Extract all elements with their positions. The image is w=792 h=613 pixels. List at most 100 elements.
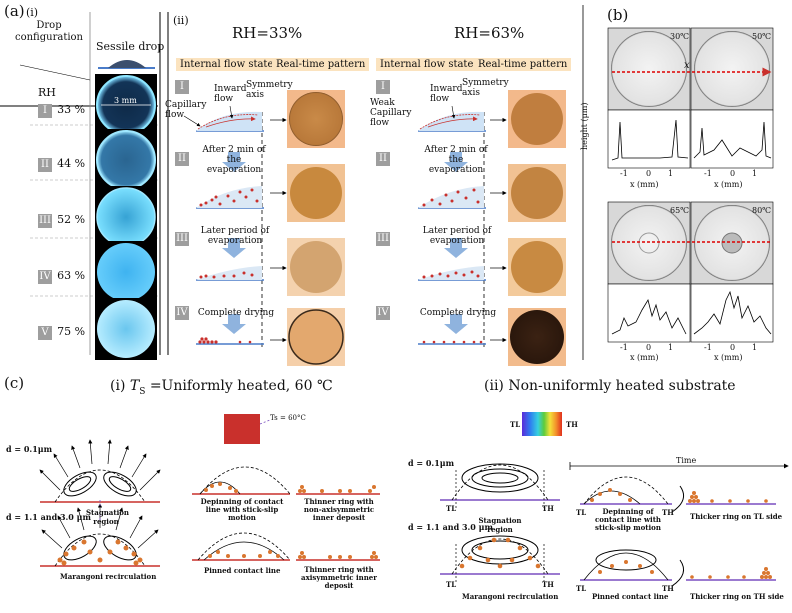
tick-top-right-neg: -1 [704,169,712,178]
rh-value: 75 % [57,325,86,338]
tl-label-ii-bot: TL [446,580,457,589]
th-label-mid-top: TH [662,508,674,517]
temp-50: 50℃ [752,32,772,41]
stage3-text-33: Later period of evaporation [200,226,270,246]
pinned-label-i: Pinned contact line [204,566,281,575]
profile-80c [693,290,772,335]
th-strip-label: TH [566,420,578,429]
marangoni-label-ii: Marangoni recirculation [462,592,559,601]
weak-capillary-label: Weak Capillary flow [370,98,412,128]
stage3-text-63: Later period of evaporation [422,226,492,246]
d-small-label-ii: d = 0.1μm [408,458,455,468]
drop-photo-44 [96,130,156,190]
row-63: IV 63 % [38,264,85,284]
nonuniform-drop-diagrams [440,462,789,587]
rh33-flow-diagrams [183,105,287,345]
stagnation-label-ii: Stagnation region [478,516,522,534]
th-label-ii-top: TH [542,504,554,513]
drop-photo-63 [97,243,155,301]
row-33: I 33 % [38,98,85,118]
photo-30c [611,31,687,107]
panel-a-ii [183,90,566,366]
drop-photo-52 [96,187,156,247]
stage-tag-63-3: III [376,232,390,246]
stage-tag-33-3: III [175,232,189,246]
title-i-symbol: T [129,378,140,394]
tick-top-left-neg: -1 [620,169,628,178]
tick-bot-left-neg: -1 [620,343,628,352]
th-label-mid-bot: TH [662,584,674,593]
time-label: Time [676,456,697,465]
d-small-label-i: d = 0.1μm [6,444,53,454]
gradient-strip [522,412,562,436]
height-ylabel: height (μm) [580,102,589,150]
tick-bot-left-pos: 1 [668,343,674,352]
temp-65: 65℃ [670,206,690,215]
pattern-rh33-stage4 [288,309,344,365]
photo-65c [611,205,687,281]
roman-tag: I [38,104,52,118]
thinner-axi-label: Thinner ring with axisymmetric inner dep… [301,565,377,590]
sessile-drop-header: Sessile drop [96,40,165,53]
panel-a-label: (a) [4,2,25,20]
uniform-drop-diagrams [39,439,380,567]
x-axis-marker: x [684,60,690,71]
stage-tag-63-4: IV [376,306,390,320]
tick-bot-right-neg: -1 [704,343,712,352]
pattern-rh33-stage3 [290,241,342,293]
inward-flow-label-63: Inward flow [430,84,463,104]
pattern-rh63-stage3 [511,241,563,293]
temp-80: 80℃ [752,206,772,215]
rh63-flow-diagrams [418,105,507,345]
stage-tag-63-1: I [376,80,390,94]
tick-top-right-zero: 0 [730,169,736,178]
d-large-label-i: d = 1.1 and 3.0 μm [6,512,91,522]
profile-50c [693,121,772,159]
panel-c-ii-title: (ii) Non-uniformly heated substrate [484,378,736,394]
title-i-sub: S [139,386,146,397]
stagnation-label-i: Stagnation region [86,508,129,526]
panel-b-label: (b) [607,6,629,24]
d-large-label-ii: d = 1.1 and 3.0 μm [408,522,493,532]
row-52: III 52 % [38,208,85,228]
roman-tag: IV [38,270,52,284]
roman-tag: II [38,158,52,172]
marangoni-label-i: Marangoni recirculation [60,572,157,581]
photo-50c [694,31,770,107]
th-label-ii-bot: TH [542,580,554,589]
roman-tag: V [38,326,52,340]
rh33-title: RH=33% [232,24,303,42]
capillary-flow-label: Capillary flow [165,100,207,120]
thinner-non-label: Thinner ring with non-axisymmetric inner… [303,497,375,522]
tick-bot-right-pos: 1 [752,343,758,352]
panel-a-i-label: (i) [26,6,39,19]
pattern-rh33-stage2 [290,167,342,219]
temp-30: 30℃ [670,32,690,41]
tick-bot-right-zero: 0 [730,343,736,352]
pattern-rh63-stage1 [511,93,563,145]
drop-configuration-header: Drop configuration [15,20,83,43]
panel-b [582,5,774,360]
roman-tag: III [38,214,52,228]
thicker-th-label: Thicker ring on TH side [690,592,784,601]
stage-tag-33-4: IV [175,306,189,320]
rh-value: 52 % [57,213,86,226]
xlabel-top-right: x (mm) [714,180,743,189]
tl-strip-label: TL [510,420,521,429]
internal-flow-header-63: Internal flow state [376,58,478,71]
tick-top-right-pos: 1 [752,169,758,178]
realtime-header-33: Real-time pattern [272,58,370,71]
stage4-text-63: Complete drying [419,308,497,318]
rh-value: 44 % [57,157,86,170]
profile-30c [611,119,689,161]
panel-a-table [0,12,169,360]
xlabel-bot-right: x (mm) [714,353,743,362]
rh63-title: RH=63% [454,24,525,42]
tl-label-mid-top: TL [576,508,587,517]
scale-bar-label: 3 mm [114,96,137,105]
pattern-rh63-stage2 [511,167,563,219]
row-44: II 44 % [38,152,85,172]
drop-photo-75 [97,300,155,358]
tick-top-left-pos: 1 [668,169,674,178]
pattern-rh63-stage4 [510,310,564,364]
